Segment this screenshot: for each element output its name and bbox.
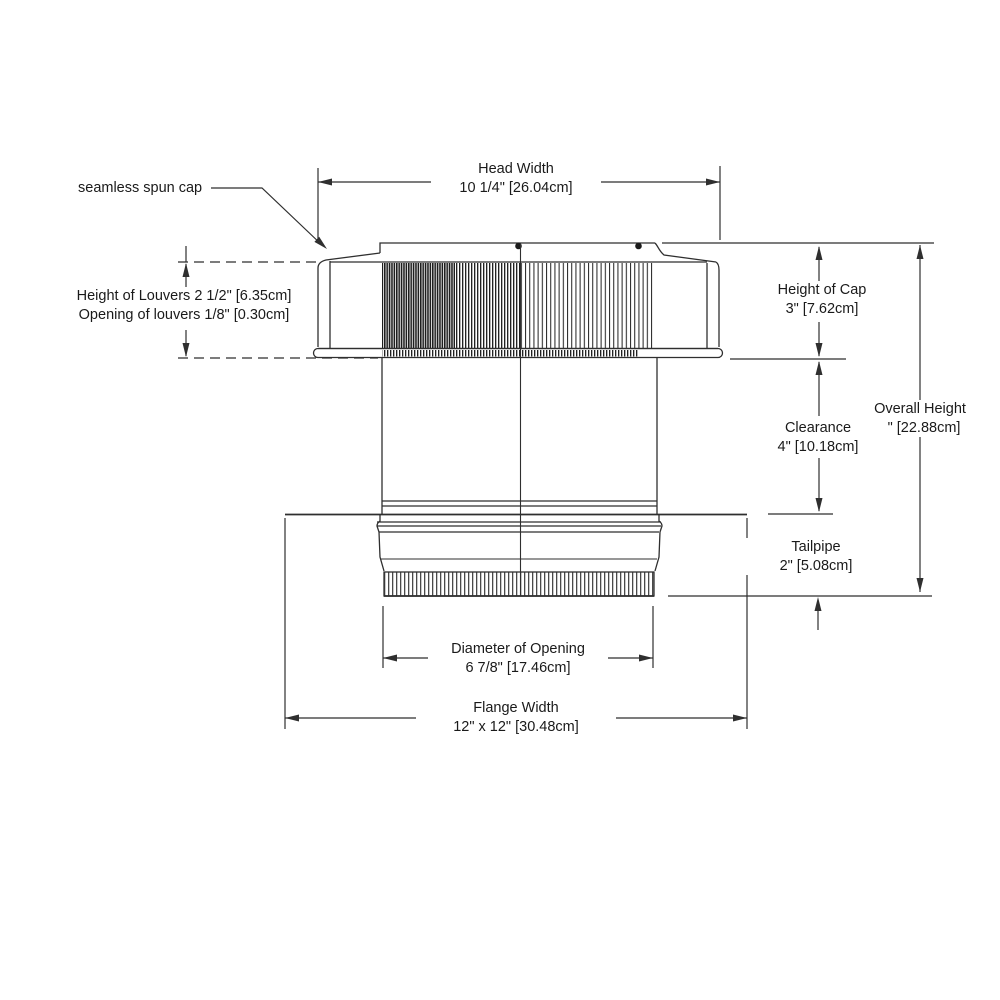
- head-width-value: 10 1/4" [26.04cm]: [459, 179, 573, 196]
- head-width-name: Head Width: [478, 161, 554, 177]
- tailpipe-label: Tailpipe 2" [5.08cm]: [746, 538, 886, 575]
- clearance-label: Clearance 4" [10.18cm]: [748, 419, 888, 456]
- cap-right-edge: [715, 261, 720, 347]
- head-width-label: Head Width 10 1/4" [26.04cm]: [431, 160, 601, 197]
- flange-width-name: Flange Width: [473, 700, 559, 716]
- seamless-spun-cap-label: seamless spun cap: [78, 179, 202, 198]
- dim-height-of-cap: [662, 242, 934, 360]
- arrow-left-icon: [318, 178, 332, 186]
- tailpipe-wall-left: [376, 514, 385, 572]
- tailpipe-wall-right: [654, 514, 663, 572]
- dim-tailpipe: [668, 595, 932, 630]
- dim-louvers: [178, 246, 378, 359]
- arrow-right-icon: [639, 654, 653, 662]
- arrow-down-icon: [815, 498, 823, 512]
- arrow-down-icon: [815, 343, 823, 357]
- arrow-up-icon: [916, 245, 924, 259]
- overall-height-name: Overall Height: [874, 401, 966, 417]
- diameter-of-opening-value: 6 7/8" [17.46cm]: [465, 659, 571, 676]
- louvers-label: Height of Louvers 2 1/2" [6.35cm] Openin…: [56, 287, 312, 324]
- arrow-down-icon: [182, 343, 190, 357]
- cap-lid-line: [379, 242, 655, 253]
- arrow-up-icon: [815, 361, 823, 375]
- cap-assembly: [312, 242, 724, 359]
- diameter-of-opening-name: Diameter of Opening: [451, 641, 585, 657]
- cap-right-step: [654, 242, 717, 263]
- arrow-up-icon: [814, 597, 822, 611]
- height-of-cap-label: Height of Cap 3" [7.62cm]: [752, 281, 892, 318]
- height-of-cap-value: 3" [7.62cm]: [785, 300, 859, 317]
- louvers-line2: Opening of louvers 1/8" [0.30cm]: [78, 306, 290, 323]
- leader-arrow-icon: [314, 236, 327, 249]
- arrow-left-icon: [383, 654, 397, 662]
- flange-width-label: Flange Width 12" x 12" [30.48cm]: [416, 699, 616, 736]
- arrow-right-icon: [733, 714, 747, 722]
- leader-seamless-spun-cap: [211, 187, 327, 249]
- flange-width-value: 12" x 12" [30.48cm]: [453, 718, 579, 735]
- dim-clearance: [768, 361, 833, 515]
- height-of-cap-name: Height of Cap: [777, 282, 867, 298]
- tailpipe-crimp: [383, 571, 655, 597]
- dim-flange-width: [284, 518, 748, 729]
- cap-left-slope: [317, 252, 381, 347]
- clearance-value: 4" [10.18cm]: [777, 438, 859, 455]
- arrow-up-icon: [182, 263, 190, 277]
- arrow-down-icon: [916, 578, 924, 592]
- arrow-left-icon: [285, 714, 299, 722]
- pipe-body: [285, 243, 747, 597]
- overall-height-value: 9" [22.88cm]: [879, 419, 961, 436]
- seamless-spun-cap-text: seamless spun cap: [78, 180, 203, 196]
- tailpipe-value: 2" [5.08cm]: [779, 557, 853, 574]
- louver-hatch-roll-overlay: [382, 350, 638, 357]
- clearance-name: Clearance: [784, 420, 852, 436]
- louver-hatch: [382, 263, 655, 350]
- louvers-line1: Height of Louvers 2 1/2" [6.35cm]: [76, 288, 292, 304]
- diameter-of-opening-label: Diameter of Opening 6 7/8" [17.46cm]: [428, 640, 608, 677]
- tailpipe-name: Tailpipe: [791, 539, 841, 555]
- lid-screw-right: [635, 242, 642, 250]
- arrow-right-icon: [706, 178, 720, 186]
- arrow-up-icon: [815, 246, 823, 260]
